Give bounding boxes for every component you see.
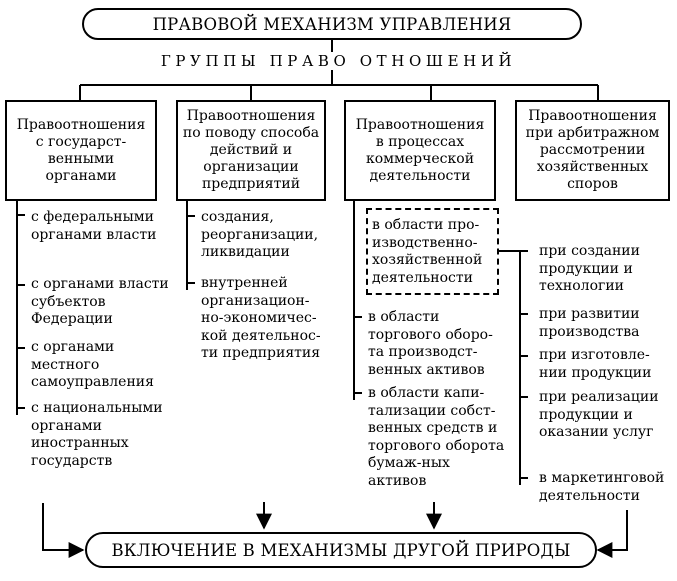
diagram-title: ПРАВОВОЙ МЕХАНИЗМ УПРАВЛЕНИЯ <box>152 14 512 34</box>
col4-item-development: при развитии производства <box>539 306 640 340</box>
title-pill: ПРАВОВОЙ МЕХАНИЗМ УПРАВЛЕНИЯ <box>82 8 582 40</box>
col3-item-trade-assets: в области торгового оборо-та производст-… <box>368 309 493 378</box>
col3-item-production: в области про-изводственно-хозяйственной… <box>372 217 483 286</box>
bottom-label: ВКЛЮЧЕНИЕ В МЕХАНИЗМЫ ДРУГОЙ ПРИРОДЫ <box>111 540 571 560</box>
col4-item-marketing: в маркетинговой деятельности <box>539 470 665 504</box>
box-state-bodies-label: Правоотношения с государст-венными орган… <box>16 116 146 184</box>
col4-item-sales: при реализации продукции и оказании услу… <box>539 389 659 440</box>
groups-label: ГРУППЫ ПРАВО ОТНОШЕНИЙ <box>154 52 523 70</box>
col1-item-foreign: с национальными органами иностранных гос… <box>31 400 163 469</box>
col4-item-product-creation: при создании продукции и технологии <box>539 243 640 294</box>
col1-item-local: с органами местного самоуправления <box>31 339 154 390</box>
col2-item-internal: внутренней организацион-но-экономичес-ко… <box>201 275 321 361</box>
col1-item-federal: с федеральными органами власти <box>31 209 157 243</box>
col1-item-subjects: с органами власти субъектов Федерации <box>31 276 169 327</box>
box-enterprise-organization-label: Правоотношения по поводу способа действи… <box>182 108 320 192</box>
box-commercial-activity-label: Правоотношения в процессах коммерческой … <box>355 116 485 184</box>
box-arbitration-label: Правоотношения при арбитражном рассмотре… <box>525 108 660 192</box>
groups-label-row: ГРУППЫ ПРАВО ОТНОШЕНИЙ <box>0 52 677 70</box>
box-arbitration: Правоотношения при арбитражном рассмотре… <box>515 100 670 201</box>
bottom-pill: ВКЛЮЧЕНИЕ В МЕХАНИЗМЫ ДРУГОЙ ПРИРОДЫ <box>85 532 597 568</box>
col4-item-manufacturing: при изготовле-нии продукции <box>539 347 652 381</box>
col2-item-creation: создания, реорганизации, ликвидации <box>201 209 319 260</box>
box-commercial-activity: Правоотношения в процессах коммерческой … <box>344 100 496 201</box>
col3-item-capitalization: в области капи-тализации собст-венных ср… <box>368 385 505 489</box>
box-state-bodies: Правоотношения с государст-венными орган… <box>5 100 157 201</box>
dashed-box-production <box>366 208 499 295</box>
box-enterprise-organization: Правоотношения по поводу способа действи… <box>176 100 326 201</box>
